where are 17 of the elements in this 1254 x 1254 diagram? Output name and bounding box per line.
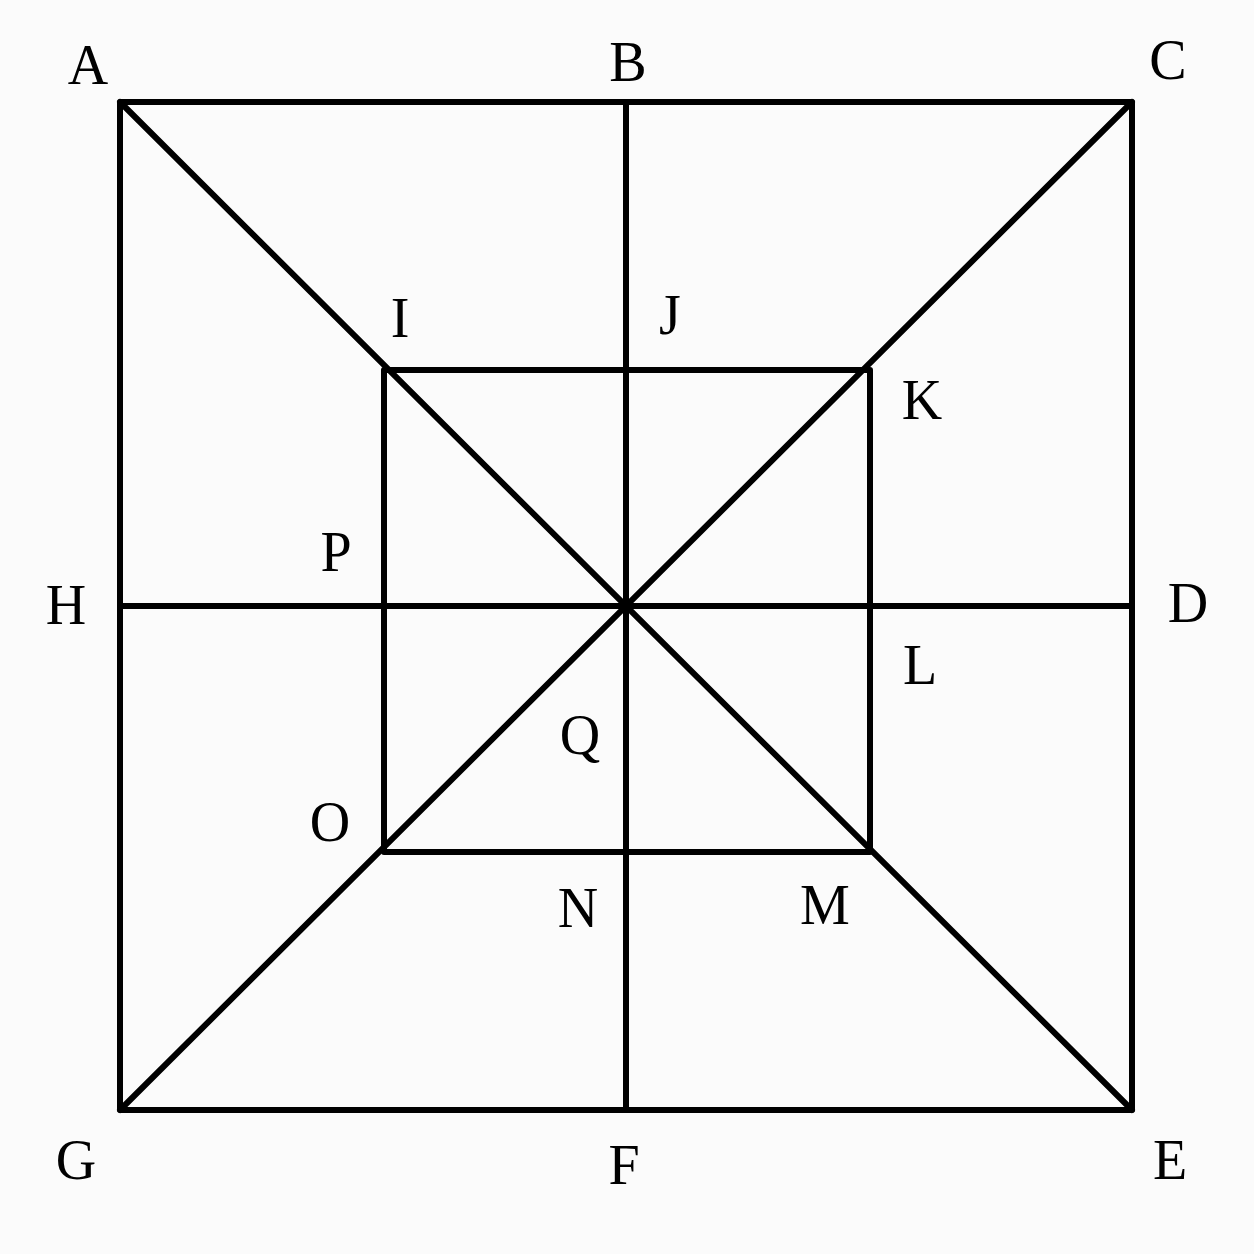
point-label: Q (559, 707, 601, 763)
point-label: J (659, 287, 681, 343)
point-label: G (55, 1132, 97, 1188)
point-label: P (320, 524, 352, 580)
point-label: B (609, 34, 647, 90)
point-label: D (1167, 575, 1209, 631)
point-label: N (557, 880, 599, 936)
point-label: A (67, 37, 109, 93)
point-label: O (309, 794, 351, 850)
point-label: C (1149, 32, 1187, 88)
point-label: I (390, 290, 410, 346)
point-label: M (800, 877, 850, 933)
point-label: H (45, 577, 87, 633)
point-label: K (901, 372, 943, 428)
point-label: L (902, 637, 938, 693)
point-label: F (608, 1137, 640, 1193)
point-label: E (1152, 1132, 1188, 1188)
